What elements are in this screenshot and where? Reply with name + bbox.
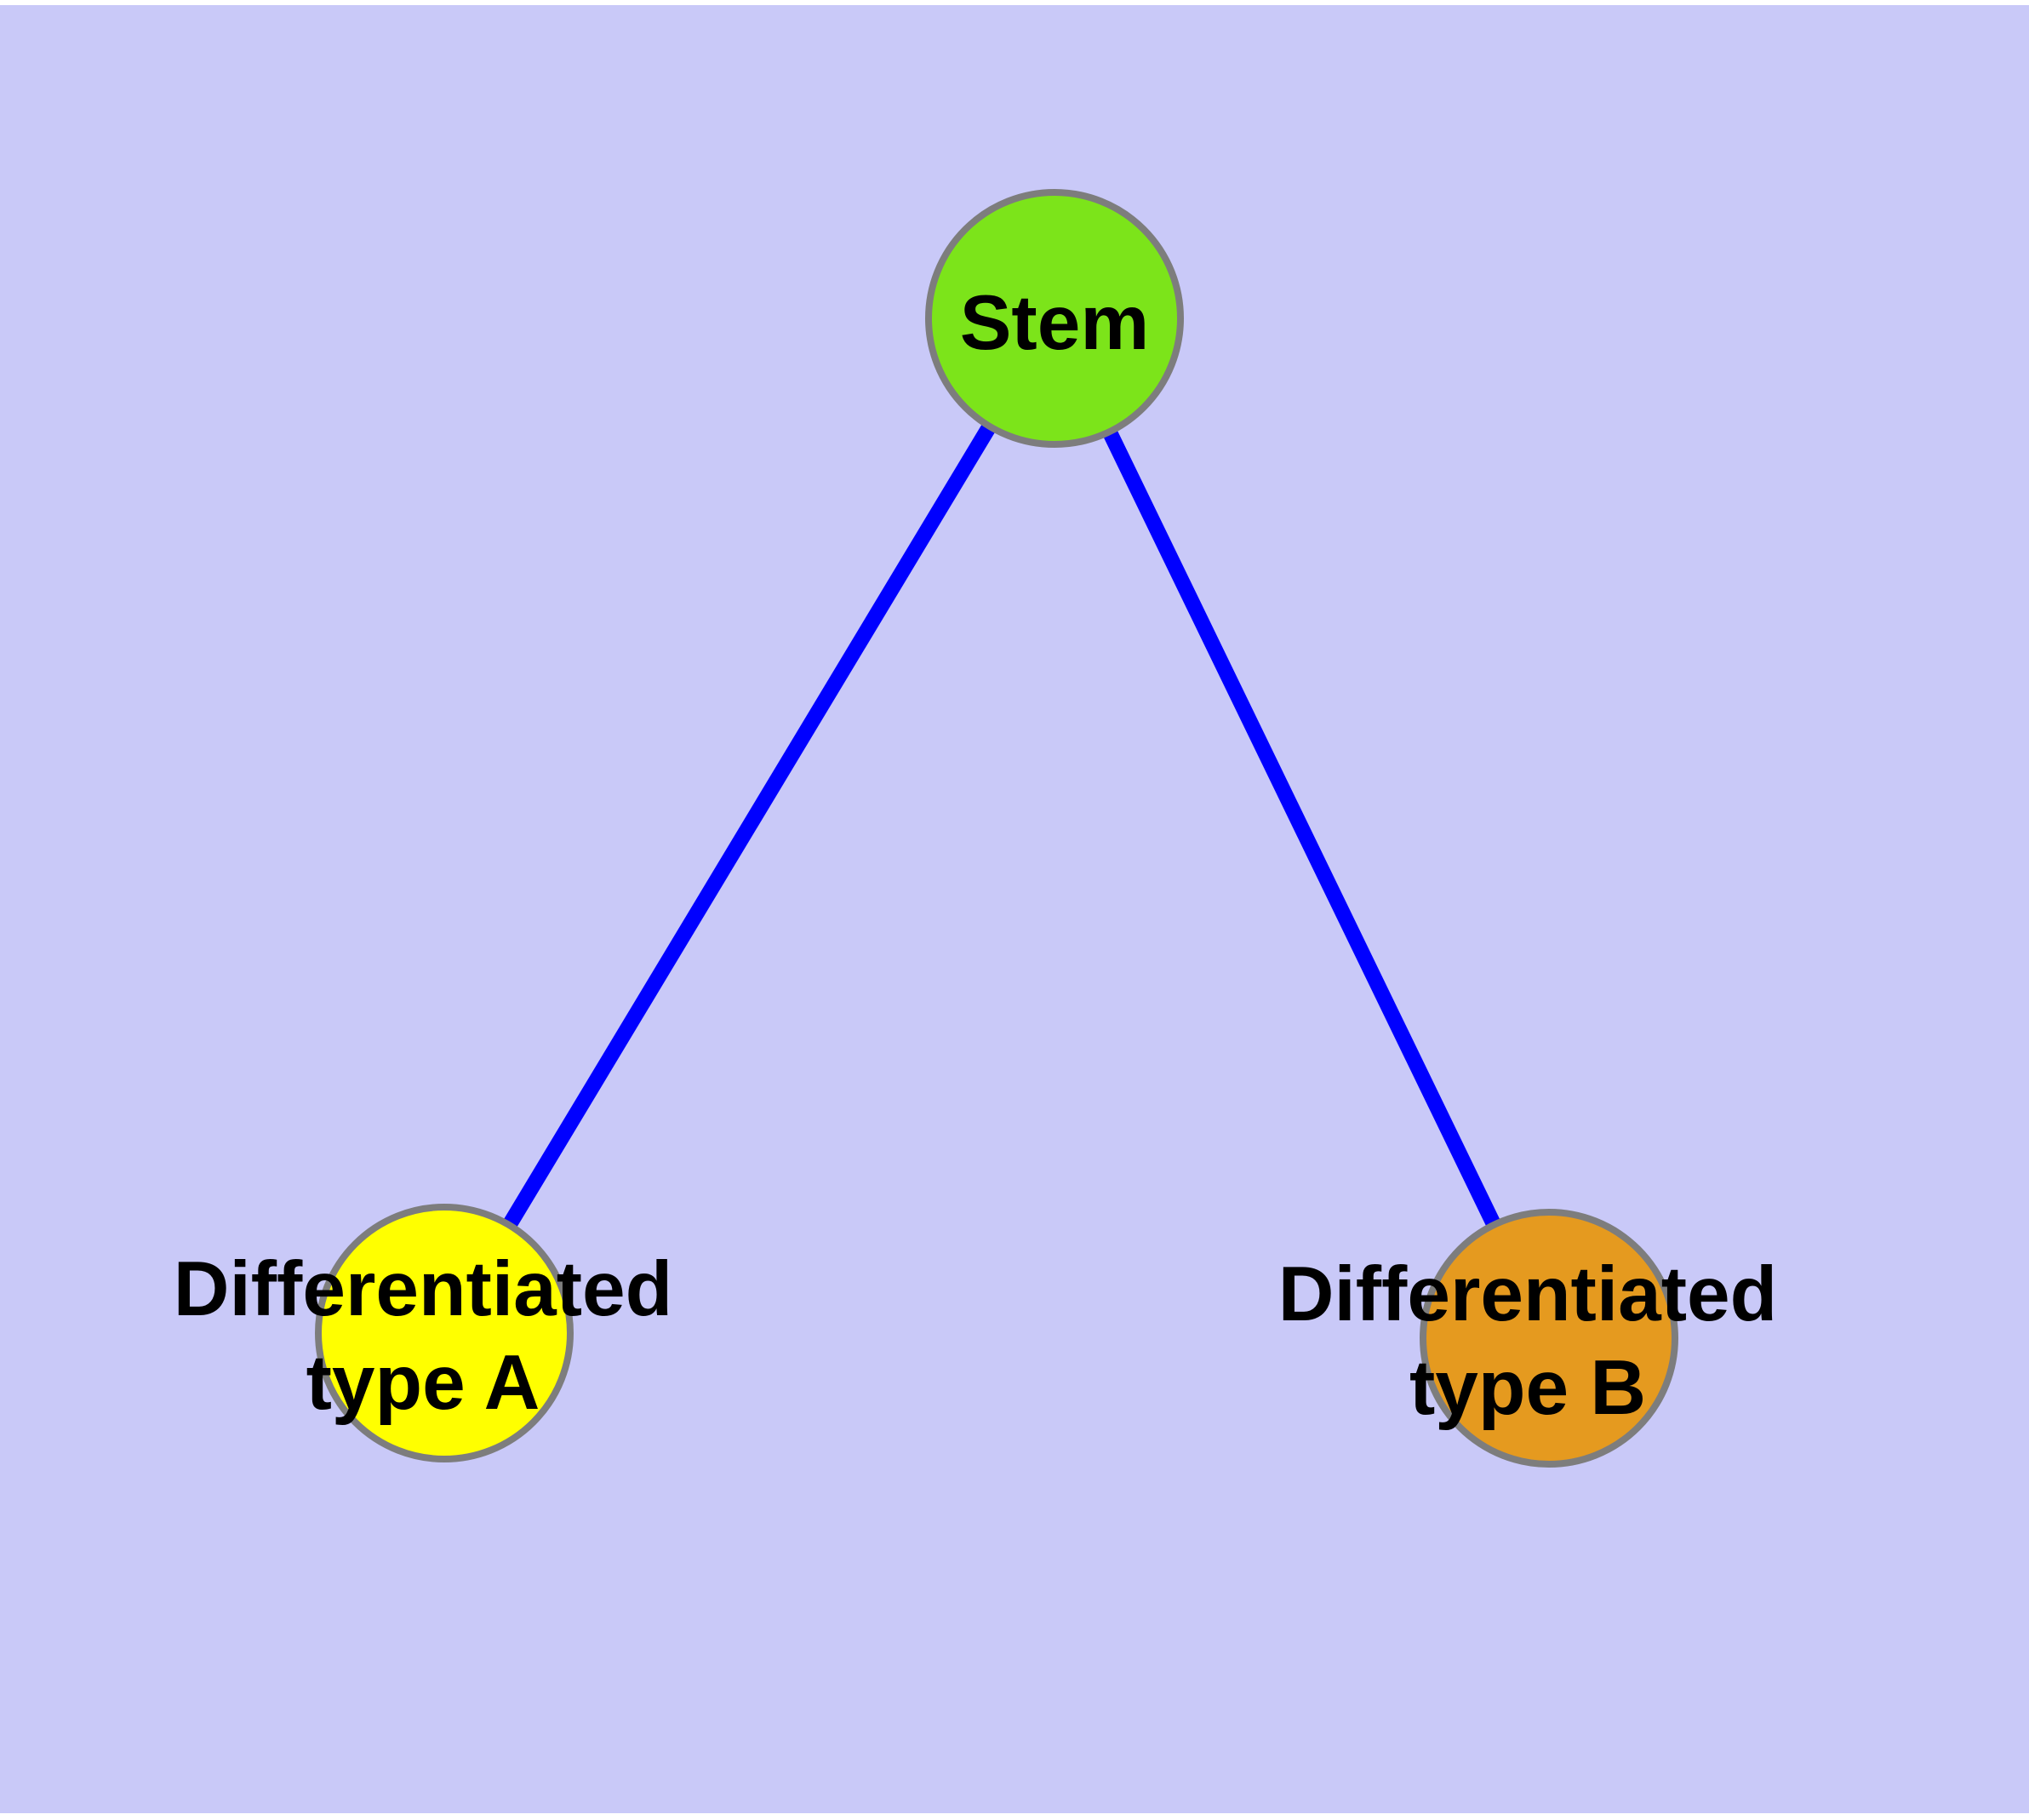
edge-stem-to-type-a [437, 314, 1061, 1337]
edge-stem-to-type-b [1047, 315, 1557, 1342]
node-stem [925, 189, 1184, 448]
node-differentiated-type-a [315, 1204, 574, 1462]
node-differentiated-type-b [1420, 1209, 1678, 1468]
